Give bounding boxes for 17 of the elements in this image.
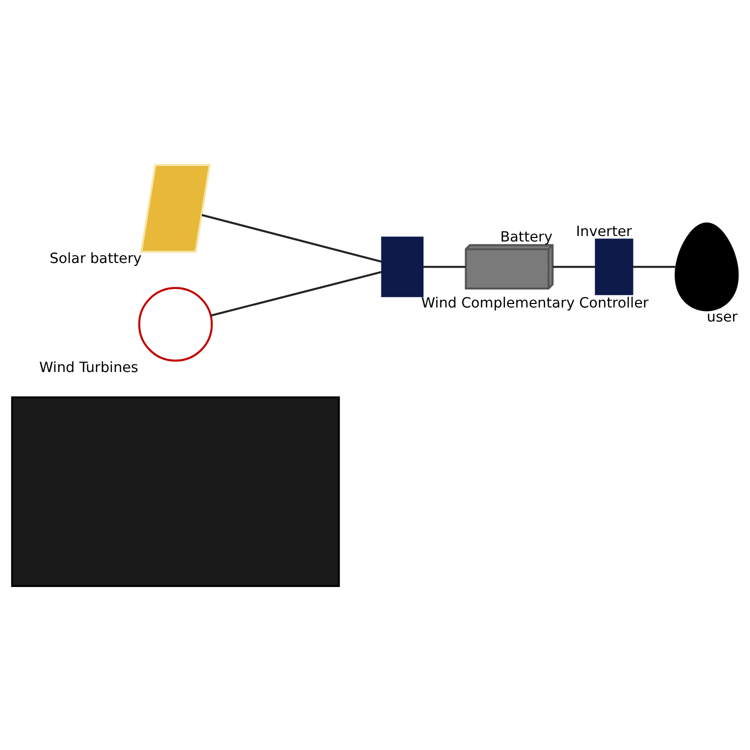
node-box (11, 396, 340, 586)
node-person (674, 222, 739, 311)
node-box (381, 236, 424, 297)
connector (632, 265, 676, 268)
node-label: user (706, 309, 738, 326)
connector (422, 265, 466, 268)
node-label: Wind Turbines (39, 359, 138, 376)
node-box (594, 238, 634, 295)
node-label: Wind Complementary Controller (421, 294, 649, 311)
node-label: Battery (500, 228, 552, 245)
node-label: Solar battery (50, 250, 142, 267)
node-picture (140, 164, 211, 252)
connector (210, 270, 382, 316)
connector (552, 265, 596, 268)
connector (202, 214, 382, 262)
node-label: Inverter (576, 223, 632, 240)
node-circle (138, 286, 213, 362)
